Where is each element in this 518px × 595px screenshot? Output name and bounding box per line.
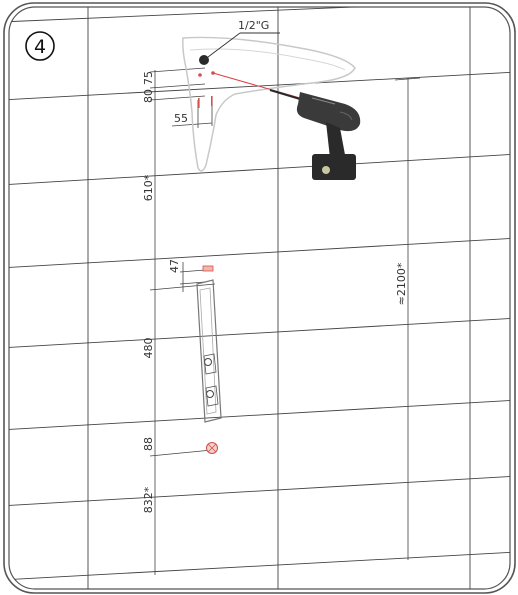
washbasin-rim <box>189 48 346 71</box>
drill-icon <box>269 89 361 180</box>
dim-75: 75 <box>142 71 155 85</box>
dim-80: 80 <box>142 89 155 103</box>
drill-mark-top <box>202 265 214 272</box>
dim-88: 88 <box>142 437 155 451</box>
thread-label: 1/2"G <box>238 19 269 32</box>
dimension-lines <box>149 67 421 575</box>
dim-55: 55 <box>174 112 188 125</box>
outer-frame <box>3 2 516 594</box>
lower-fixing-point <box>206 442 218 454</box>
wall-bracket <box>196 279 222 423</box>
dim-2100: ≈2100* <box>395 262 408 305</box>
washbasin-outline <box>182 36 356 172</box>
dim-480: 480 <box>142 338 155 359</box>
step-number: 4 <box>34 36 46 58</box>
dim-47: 47 <box>168 259 181 273</box>
dim-610: 610* <box>142 174 155 201</box>
inner-frame <box>8 6 511 590</box>
step-badge <box>25 31 55 61</box>
dim-832: 832* <box>142 486 155 513</box>
